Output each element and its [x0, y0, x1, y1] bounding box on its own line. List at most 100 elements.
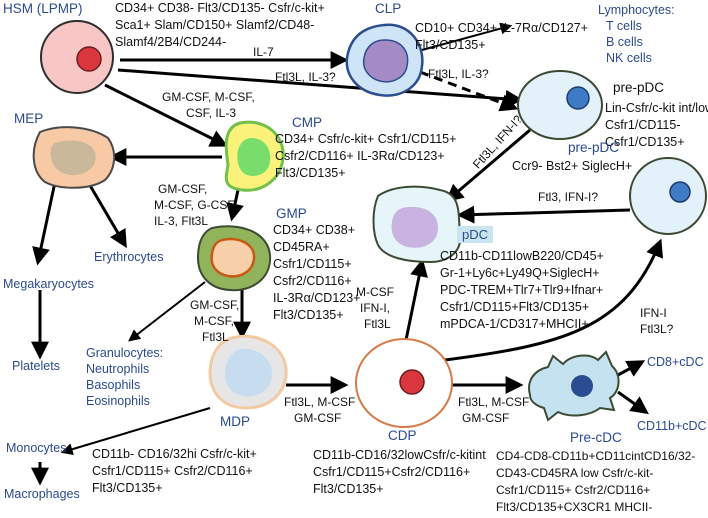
- megakaryocytes-label: Megakaryocytes: [3, 277, 95, 291]
- prepdc1-markers-line-2: Csfr1/CD115-: [605, 118, 681, 132]
- cmp-cell: [224, 120, 285, 192]
- prepdc2-markers-line-1: Ccr9- Bst2+ SiglecH+: [512, 159, 633, 173]
- cmp-markers-line-1: CD34+ Csfr/c-kit+ Csfr1/CD115+: [275, 132, 457, 146]
- pdc-markers-line-5: mPDCA-1/CD317+MHCII+: [440, 317, 589, 331]
- precdc-markers-line-2: CD43-CD45RA low Csfr/c-kit-: [496, 466, 654, 480]
- prepdc1-markers-line-3: Csfr1/CD135+: [605, 135, 685, 149]
- edge-label-cdp-prepdc2-line-2: Ftl3L?: [640, 322, 674, 336]
- edge-label-clp-prepdc: Ftl3L, IL-3?: [428, 67, 489, 81]
- hsm-markers-line-2: Sca1+ Slam/CD150+ Slamf2/CD48-: [115, 18, 315, 32]
- gmp-markers-line-6: Flt3/CD135+: [273, 308, 344, 322]
- precdc-markers-line-3: Csfr1/CD115+ Csfr2/CD116+: [496, 483, 651, 497]
- granulocytes-item: Neutrophils: [86, 362, 150, 376]
- edge-label-cdp-prepdc2-line-1: IFN-I: [640, 306, 667, 320]
- prepdc1-markers-line-1: Lin-Csfr/c-kit int/low: [605, 101, 708, 115]
- hsm-markers-line-1: CD34+ CD38- Flt3/CD135- Csfr/c-kit+: [115, 1, 325, 15]
- clp-markers-line-1: CD10+ CD34+ IL-7Rα/CD127+: [415, 21, 588, 35]
- gmp-markers-line-2: CD45RA+: [273, 240, 330, 254]
- edge-label-cdp-pdc-line-1: M-CSF: [356, 285, 394, 299]
- arrow-cdp-prepdc2: [444, 238, 664, 362]
- arrow-clp-prepdc: [419, 70, 519, 112]
- monocytes-label: Monocytes: [6, 441, 67, 455]
- cdp-cell: [355, 338, 453, 428]
- cd11b-cdc-label: CD11b+cDC: [637, 419, 707, 433]
- lymphocytes-title: Lymphocytes:: [598, 3, 675, 17]
- lymphocytes-item: B cells: [606, 35, 643, 49]
- edge-label-cmp-gmp-line-2: M-CSF, G-CSF: [154, 198, 235, 212]
- arrow-mdp-monocytes: [60, 407, 211, 455]
- cmp-title: CMP: [292, 115, 322, 130]
- edge-label-mdp-cdp-line-2: GM-CSF: [294, 411, 342, 425]
- precdc-title: Pre-cDC: [570, 430, 622, 445]
- edge-label-mdp-cdp-line-1: Ftl3L, M-CSF: [284, 395, 356, 409]
- arrow-cmp-gmp: [226, 189, 244, 222]
- arrow-hsm-cmp: [104, 83, 229, 147]
- clp-cell: [345, 23, 424, 97]
- pdc-title: pDC: [457, 226, 494, 243]
- arrow-precdc-cd11bcdc: [617, 390, 649, 415]
- edge-label-gmp-mdp-line-3: Ftl3L: [202, 330, 229, 344]
- prepdc-cell-1: [517, 70, 603, 140]
- mdp-markers-line-1: CD11b- CD16/32hi Csfr/c-kit+: [92, 447, 257, 461]
- edge-label-gmp-mdp-line-1: GM-CSF,: [190, 298, 240, 312]
- edge-label-cdp-precdc-line-1: Ftl3L, M-CSF: [458, 395, 530, 409]
- hsm-title: HSM (LPMP): [3, 1, 83, 16]
- pdc-markers-line-1: CD11b-CD11lowB220/CD45+: [440, 249, 604, 263]
- arrow-prepdc2-pdc: [456, 205, 631, 224]
- arrow-clp-lymphocytes: [421, 22, 513, 51]
- prepdc2-title: pre-pDC: [568, 140, 620, 155]
- hsm-cell: [40, 20, 114, 94]
- clp-title: CLP: [375, 1, 402, 16]
- granulocytes-item: Eosinophils: [86, 394, 150, 408]
- precdc-markers-line-1: CD4-CD8-CD11b+CD11cintCD16/32-: [496, 449, 696, 463]
- lymphocytes-item: NK cells: [606, 51, 652, 65]
- prepdc1-title: pre-pDC: [613, 80, 665, 95]
- clp-markers-line-2: Flt3/CD135+: [415, 38, 486, 52]
- mdp-markers-line-2: Csfr1/CD115+ Csfr2/CD116+: [92, 464, 253, 478]
- edge-label-cdp-pdc-line-3: Ftl3L: [364, 317, 391, 331]
- hsm-markers-line-3: Slamf4/2B4/CD244-: [115, 35, 227, 49]
- edge-label-cmp-gmp-line-1: GM-CSF,: [158, 182, 208, 196]
- gmp-title: GMP: [276, 206, 307, 221]
- mep-title: MEP: [14, 111, 44, 126]
- gmp-markers-line-1: CD34+ CD38+: [273, 223, 355, 237]
- prepdc-cell-2: [629, 157, 707, 235]
- pdc-markers-line-4: Csfr1/CD115+Flt3/CD135+: [440, 300, 590, 314]
- pdc-cell: [372, 185, 462, 264]
- mep-cell: [32, 126, 116, 189]
- gmp-markers-line-3: Csfr1/CD115+: [273, 257, 352, 271]
- precdc-markers-line-4: Flt3/CD135+CX3CR1 MHCII-: [496, 500, 653, 514]
- edge-label-cmp-gmp-line-3: IL-3, Flt3L: [154, 214, 209, 228]
- edge-label-cdp-precdc-line-2: GM-CSF: [462, 411, 510, 425]
- pdc-markers-line-3: PDC-TREM+Tlr7+Tlr9+Ifnar+: [440, 283, 604, 297]
- arrow-cdp-pdc: [403, 258, 428, 346]
- gmp-markers-line-4: Csfr2/CD116+: [273, 274, 352, 288]
- arrow-prepdc-pdc: [445, 128, 531, 203]
- cdp-markers-line-2: Csfr1/CD115+Csfr2/CD116+: [313, 465, 471, 479]
- arrow-mep-megakaryocytes: [32, 181, 57, 266]
- edge-label-hsm-cmp-line-2: CSF, IL-3: [186, 106, 237, 120]
- edge-label-cdp-pdc-line-2: IFN-I,: [360, 301, 390, 315]
- mdp-title: MDP: [220, 414, 250, 429]
- arrow-mep-erythrocytes: [86, 181, 127, 249]
- edge-label-gmp-mdp-line-2: M-CSF,: [194, 314, 234, 328]
- gmp-cell: [196, 225, 272, 292]
- lymphocytes-item: T cells: [606, 19, 642, 33]
- cd8-cdc-label: CD8+cDC: [647, 355, 704, 369]
- cdp-markers-line-3: Flt3/CD135+: [313, 482, 384, 496]
- arrow-gmp-granulocytes: [128, 281, 206, 342]
- edge-label-hsm-clp: IL-7: [253, 45, 274, 59]
- granulocytes-title: Granulocytes:: [86, 346, 164, 360]
- arrow-hsm-prepdc: [117, 68, 524, 108]
- edge-label-hsm-prepdc: Ftl3L, IL-3?: [275, 70, 336, 84]
- platelets-label: Platelets: [12, 359, 60, 373]
- gmp-markers-line-5: IL-3Rα/CD123+: [273, 291, 361, 305]
- edge-label-prepdc2-pdc: Ftl3, IFN-I?: [538, 190, 599, 204]
- macrophages-label: Macrophages: [4, 487, 80, 501]
- mdp-markers-line-3: Flt3/CD135+: [92, 481, 163, 495]
- erythrocytes-label: Erythrocytes: [94, 250, 164, 264]
- precdc-cell: [528, 350, 620, 422]
- granulocytes-item: Basophils: [86, 378, 141, 392]
